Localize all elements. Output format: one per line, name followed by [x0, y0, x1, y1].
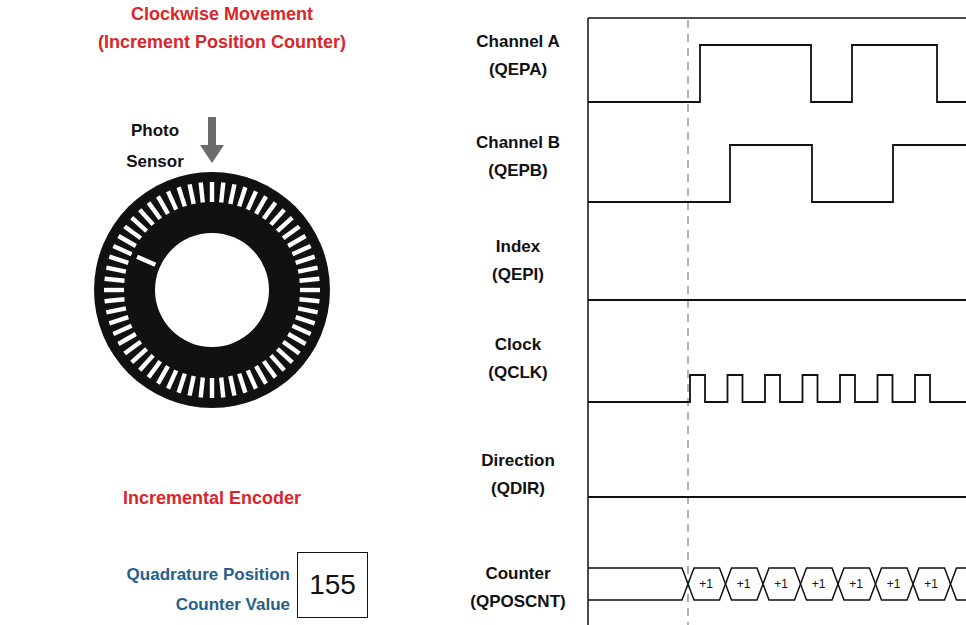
- disc-slit: [295, 315, 315, 325]
- disc-slit: [299, 277, 319, 283]
- disc-slit: [106, 265, 126, 273]
- encoder-label: Incremental Encoder: [82, 484, 342, 512]
- signal-name: Direction (QDIR): [463, 447, 573, 503]
- disc-slit: [298, 306, 318, 314]
- index-mark: [136, 255, 156, 267]
- disc-slit: [210, 182, 214, 202]
- disc-slit: [166, 369, 178, 389]
- disc-slit: [287, 234, 307, 248]
- signal-name: Channel B (QEPB): [463, 129, 573, 185]
- count-step: +1: [918, 576, 944, 592]
- disc-slit: [123, 340, 142, 355]
- disc-slit: [147, 201, 162, 220]
- counter-step: [951, 568, 966, 600]
- disc-slit: [166, 190, 178, 210]
- disc-slit: [228, 184, 236, 204]
- signal-trace: [588, 496, 966, 498]
- counter-step: [838, 568, 876, 600]
- count-step: +1: [693, 576, 719, 592]
- disc-slit: [291, 324, 311, 336]
- disc-slit: [246, 369, 258, 389]
- disc-slit: [287, 332, 307, 346]
- disc-slit: [109, 255, 129, 265]
- disc-slit: [109, 315, 129, 325]
- signal-trace: [588, 299, 966, 301]
- counter-step: [726, 568, 764, 600]
- disc-slit: [177, 373, 187, 393]
- disc-slit: [210, 378, 214, 398]
- disc-slit: [112, 244, 132, 256]
- disc-slit: [104, 277, 124, 283]
- timing-panel: [588, 18, 966, 625]
- disc-slit: [219, 182, 225, 202]
- counter-step: [801, 568, 839, 600]
- disc-slit: [106, 306, 126, 314]
- disc-slit: [282, 225, 301, 240]
- heading: Clockwise Movement (Increment Position C…: [91, 0, 353, 56]
- signal-name: Clock (QCLK): [463, 331, 573, 387]
- disc-slit: [112, 324, 132, 336]
- disc-slit: [298, 265, 318, 273]
- counter-step: [913, 568, 951, 600]
- signal-name: Index (QEPI): [483, 233, 553, 289]
- disc-slit: [156, 365, 170, 385]
- disc-slit: [299, 297, 319, 303]
- count-step: +1: [881, 576, 907, 592]
- disc-slit: [104, 297, 124, 303]
- disc-slit: [237, 187, 247, 207]
- signal-trace: [588, 375, 966, 402]
- disc-slit: [177, 187, 187, 207]
- signal-name: Counter (QPOSCNT): [463, 560, 573, 616]
- disc-slit: [219, 377, 225, 397]
- count-step: +1: [843, 576, 869, 592]
- signal-name: Channel A (QEPA): [463, 28, 573, 84]
- counter-step: [763, 568, 801, 600]
- disc-slit: [295, 255, 315, 265]
- disc-slit: [187, 376, 195, 396]
- disc-slit: [237, 373, 247, 393]
- counter-value: 155: [309, 569, 356, 601]
- disc-slit: [117, 234, 137, 248]
- disc-slit: [187, 184, 195, 204]
- disc-slit: [246, 190, 258, 210]
- counter-step: [876, 568, 914, 600]
- disc-slit: [156, 195, 170, 215]
- disc-slit: [254, 365, 268, 385]
- disc-slit: [228, 376, 236, 396]
- disc-slit: [199, 182, 205, 202]
- counter-caption: Quadrature Position Counter Value: [100, 560, 290, 620]
- waveforms: [588, 45, 966, 600]
- disc-slit: [104, 288, 124, 292]
- disc-slit: [254, 195, 268, 215]
- signal-trace: [588, 145, 966, 202]
- disc-slit: [117, 332, 137, 346]
- disc-slit: [262, 360, 277, 379]
- count-step: +1: [731, 576, 757, 592]
- count-step: +1: [806, 576, 832, 592]
- counter-step: [688, 568, 726, 600]
- disc-slit: [300, 288, 320, 292]
- encoder-disc: [94, 172, 330, 408]
- counter-value-box: 155: [297, 552, 368, 618]
- disc-slit: [291, 244, 311, 256]
- count-step: +1: [768, 576, 794, 592]
- disc-slit: [199, 377, 205, 397]
- signal-trace: [588, 45, 966, 102]
- sensor-arrow: [200, 117, 224, 163]
- counter-step: [588, 568, 688, 600]
- sensor-label: Photo Sensor: [115, 115, 195, 177]
